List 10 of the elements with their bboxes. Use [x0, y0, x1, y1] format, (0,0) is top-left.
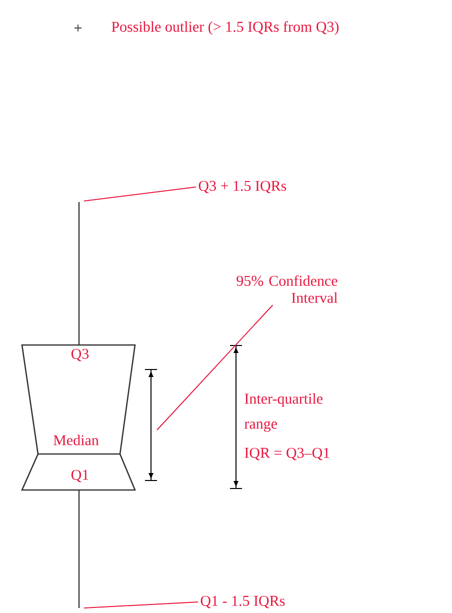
- legend-text: Possible outlier (> 1.5 IQRs from Q3): [112, 21, 339, 35]
- annotation-text: Q3 + 1.5 IQRs: [198, 180, 286, 194]
- annotation-text: Q1 - 1.5 IQRs: [200, 596, 285, 608]
- leader-line: [84, 602, 198, 608]
- leader-line: [156, 304, 274, 430]
- annotation-text: 95% Confidence Interval: [236, 275, 338, 303]
- annotation-text: Inter-quartile range: [244, 393, 322, 432]
- notched-box: Q3 Median Q1: [21, 344, 136, 491]
- leader-line: [84, 186, 196, 202]
- annotation-text: IQR = Q3–Q1: [244, 448, 330, 460]
